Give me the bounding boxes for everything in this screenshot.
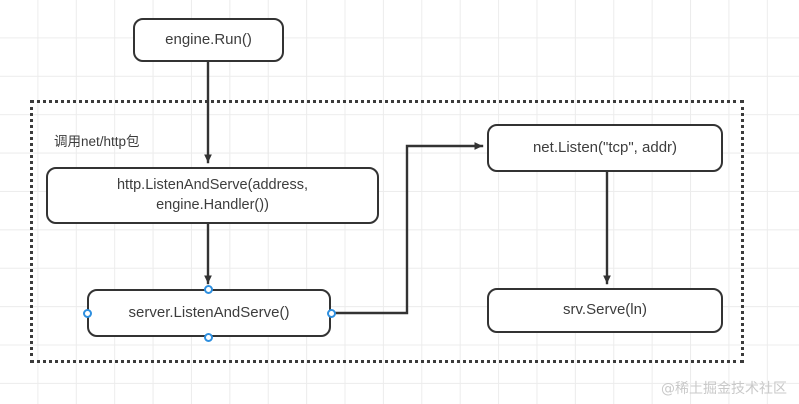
node-server-listen-and-serve[interactable]: server.ListenAndServe() xyxy=(87,289,331,337)
handle-top-server-listen-and-serve[interactable] xyxy=(204,284,213,294)
node-net-listen[interactable]: net.Listen("tcp", addr) xyxy=(487,124,723,172)
handle-bottom-server-listen-and-serve[interactable] xyxy=(204,332,213,342)
group-label: 调用net/http包 xyxy=(54,134,140,149)
group-container-net-http[interactable] xyxy=(30,100,744,363)
node-http-listen-and-serve[interactable]: http.ListenAndServe(address, engine.Hand… xyxy=(46,167,379,224)
handle-left-server-listen-and-serve[interactable] xyxy=(82,308,92,318)
handle-right-server-listen-and-serve[interactable] xyxy=(326,308,336,318)
watermark: @稀土掘金技术社区 xyxy=(661,381,787,397)
node-srv-serve[interactable]: srv.Serve(ln) xyxy=(487,288,723,333)
node-engine-run[interactable]: engine.Run() xyxy=(133,18,284,62)
